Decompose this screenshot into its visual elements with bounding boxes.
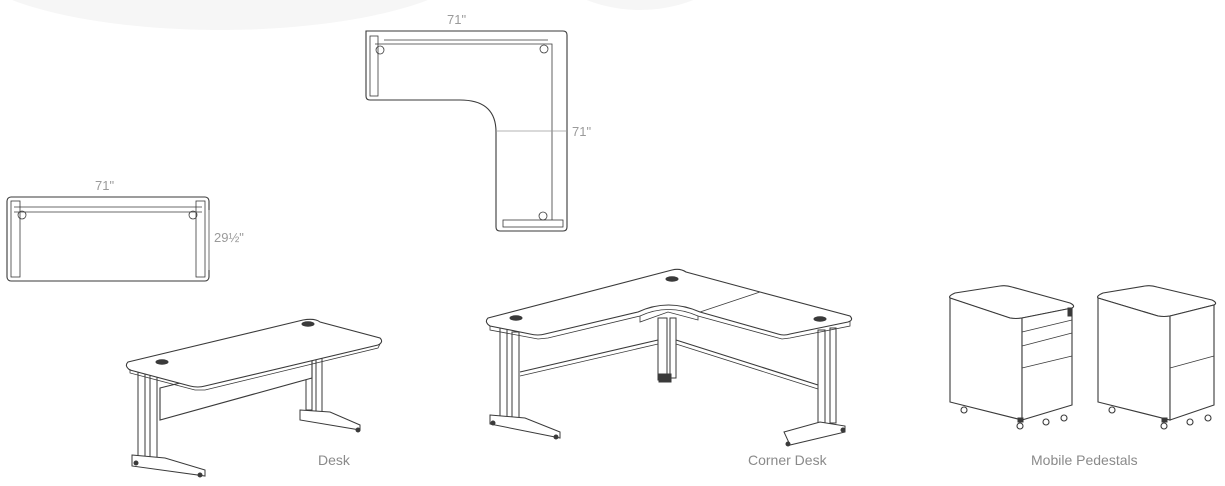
- corner-desk-length-label: 71": [572, 124, 592, 139]
- background-blob-right: [540, 0, 740, 10]
- desk-illustration: [125, 318, 383, 478]
- desk-plan-view: [6, 196, 210, 282]
- mobile-pedestal-2: [1097, 285, 1217, 430]
- desk-caption: Desk: [318, 452, 350, 468]
- mobile-pedestals-caption: Mobile Pedestals: [1031, 452, 1138, 468]
- corner-desk-illustration: [485, 268, 853, 447]
- desk-depth-label: 29½": [214, 230, 244, 245]
- corner-desk-caption: Corner Desk: [748, 452, 827, 468]
- mobile-pedestal-1: [949, 285, 1075, 430]
- desk-width-label: 71": [95, 178, 115, 193]
- corner-desk-width-label: 71": [447, 12, 467, 27]
- corner-desk-plan-view: [365, 30, 568, 232]
